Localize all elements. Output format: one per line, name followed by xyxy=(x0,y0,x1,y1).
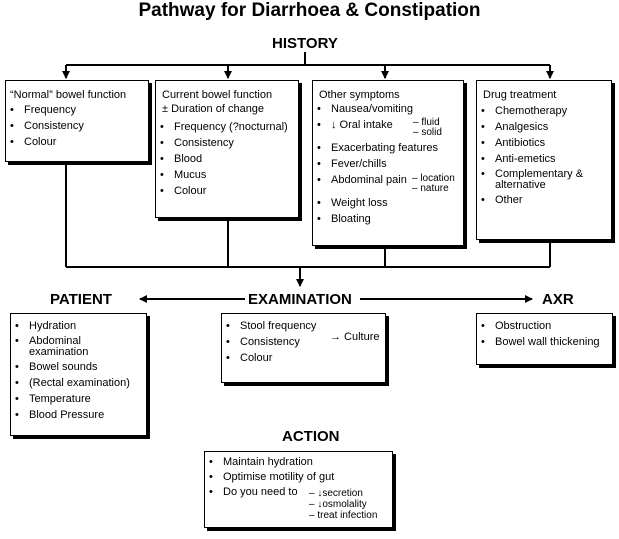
list-item: •Exacerbating features xyxy=(317,142,439,154)
list-item: •Bowel wall thickening xyxy=(481,336,600,348)
action-sub-osmolality: – ↓osmolality xyxy=(309,499,367,510)
list-item: •Do you need to xyxy=(209,486,298,498)
list-item: •Consistency xyxy=(226,336,300,348)
normal-bowel-title: “Normal” bowel function xyxy=(10,89,127,101)
patient-heading: PATIENT xyxy=(50,291,112,308)
list-item: •Complementary &alternative xyxy=(481,168,584,191)
list-item: •Consistency xyxy=(160,137,234,149)
oral-sub-fluid: – fluid xyxy=(413,117,440,128)
list-item: •Antibiotics xyxy=(481,137,546,149)
list-item: •Frequency (?nocturnal) xyxy=(160,121,288,133)
list-item: •Hydration xyxy=(15,320,77,332)
drug-treatment-title: Drug treatment xyxy=(483,89,557,101)
list-item: •Blood Pressure xyxy=(15,409,105,421)
action-heading: ACTION xyxy=(282,428,340,445)
list-item: •Anti-emetics xyxy=(481,153,556,165)
list-item: •Abdominal pain – location – nature xyxy=(317,173,455,194)
list-item: •Stool frequency xyxy=(226,320,317,332)
page-title: Pathway for Diarrhoea & Constipation xyxy=(138,0,481,21)
oral-sub-solid: – solid xyxy=(413,127,442,138)
abdominal-sub-location: – location xyxy=(412,173,455,184)
examination-box: •Stool frequency •Consistency •Colour xyxy=(221,313,386,383)
action-sub-infection: – treat infection xyxy=(309,510,378,521)
list-item: •Consistency xyxy=(10,120,84,132)
list-item: •Other xyxy=(481,194,523,206)
list-item: •(Rectal examination) xyxy=(15,377,130,389)
list-item: •Weight loss xyxy=(317,197,388,209)
list-item: •Temperature xyxy=(15,393,91,405)
list-item: •Obstruction xyxy=(481,320,552,332)
examination-heading: EXAMINATION xyxy=(248,291,352,308)
list-item: •Colour xyxy=(226,352,273,364)
list-item: •Chemotherapy xyxy=(481,105,568,117)
list-item: •↓ Oral intake – fluid – solid xyxy=(317,117,442,138)
list-item: •Bowel sounds xyxy=(15,361,98,373)
action-sub-list: – ↓secretion – ↓osmolality – treat infec… xyxy=(309,488,377,521)
list-item: •Colour xyxy=(10,136,57,148)
list-item: •Analgesics xyxy=(481,121,549,133)
other-symptoms-title: Other symptoms xyxy=(319,89,400,101)
normal-bowel-box: “Normal” bowel function •Frequency •Cons… xyxy=(5,80,149,162)
current-bowel-box: Current bowel function ± Duration of cha… xyxy=(155,80,299,218)
other-symptoms-box: Other symptoms •Nausea/vomiting •↓ Oral … xyxy=(312,80,464,246)
list-item: •Frequency xyxy=(10,104,76,116)
axr-heading: AXR xyxy=(542,291,574,308)
axr-box: •Obstruction •Bowel wall thickening xyxy=(476,313,613,365)
list-item: •Blood xyxy=(160,153,203,165)
list-item: •Mucus xyxy=(160,169,207,181)
drug-treatment-box: Drug treatment •Chemotherapy •Analgesics… xyxy=(476,80,612,240)
action-sub-secretion: – ↓secretion xyxy=(309,488,363,499)
culture-label: → Culture xyxy=(330,331,380,343)
list-item: •Bloating xyxy=(317,213,371,225)
abdominal-sub-nature: – nature xyxy=(412,183,449,194)
action-box: •Maintain hydration •Optimise motility o… xyxy=(204,451,393,528)
list-item: •Maintain hydration xyxy=(209,456,313,468)
list-item: •Optimise motility of gut xyxy=(209,471,335,483)
history-heading: HISTORY xyxy=(272,35,338,52)
duration-of-change: ± Duration of change xyxy=(162,103,265,115)
list-item: •Colour xyxy=(160,185,207,197)
current-bowel-title: Current bowel function xyxy=(162,89,273,101)
list-item: •Fever/chills xyxy=(317,158,387,170)
list-item: •Nausea/vomiting xyxy=(317,103,413,115)
